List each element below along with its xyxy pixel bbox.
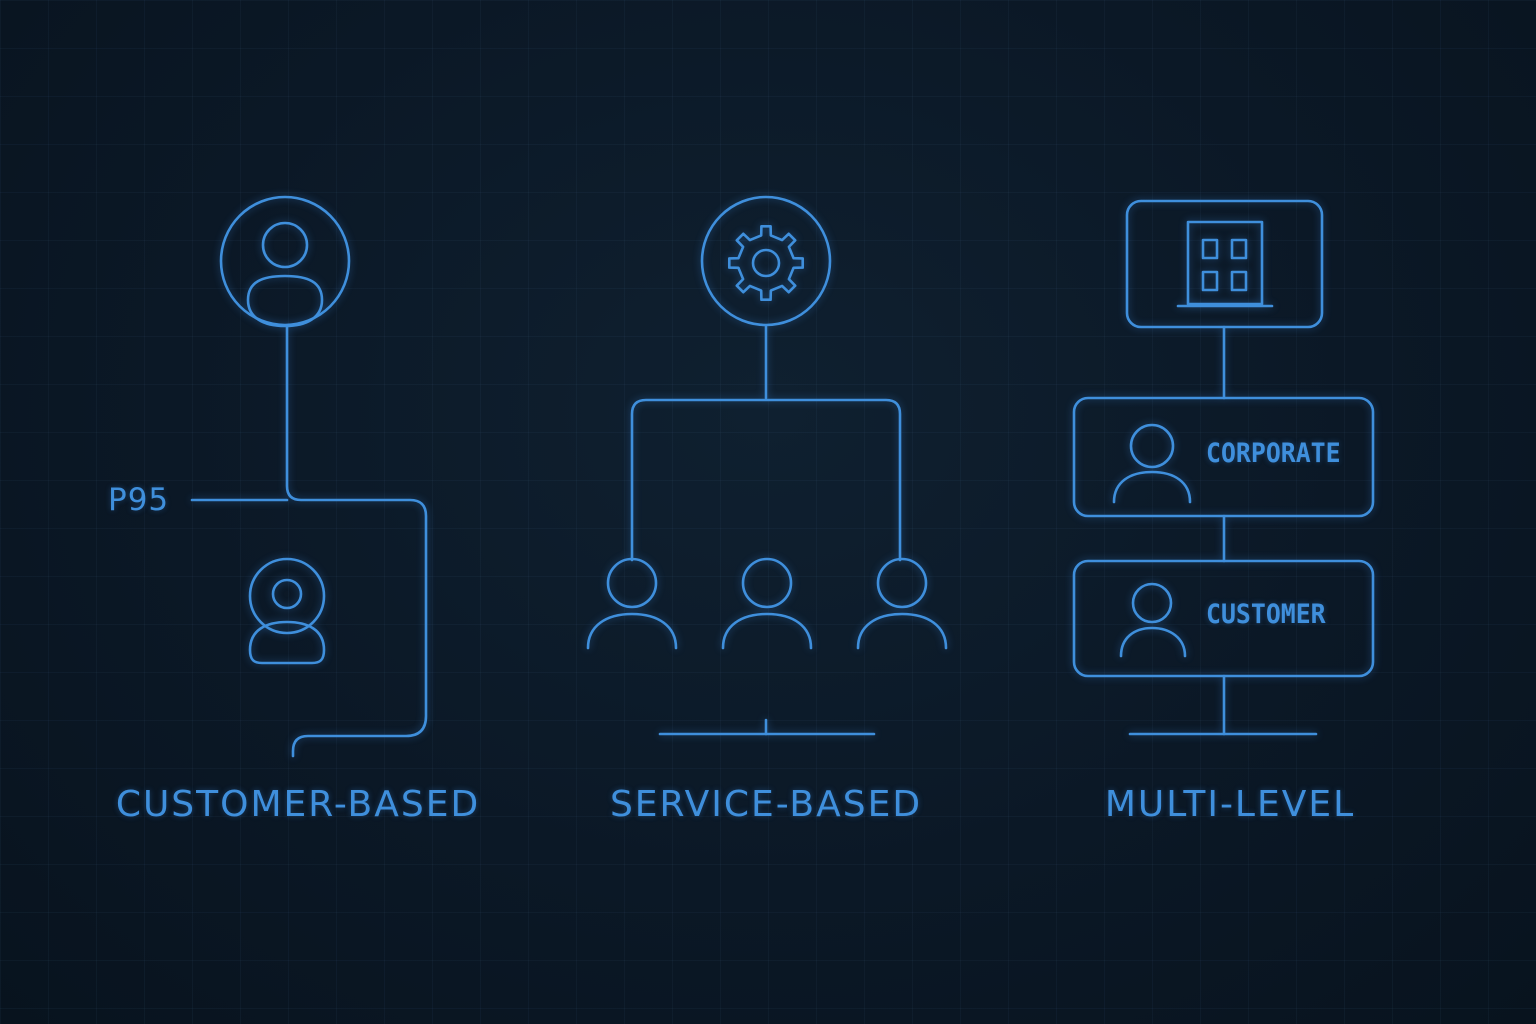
multi-level-diagram	[1072, 199, 1375, 736]
customer-based-diagram	[190, 195, 428, 758]
gear-teeth	[728, 225, 804, 301]
corporate-level-label: CORPORATE	[1206, 438, 1341, 469]
multi-level-caption: MULTI-LEVEL	[1104, 784, 1356, 825]
customer-connector-line	[285, 324, 428, 758]
user-icon	[1119, 582, 1187, 658]
service-based-caption: SERVICE-BASED	[609, 784, 923, 825]
service-branch-line	[630, 398, 902, 562]
customer-based-caption: CUSTOMER-BASED	[115, 784, 481, 825]
user-icon	[721, 557, 813, 650]
customer-level-label: CUSTOMER	[1206, 599, 1326, 630]
user-icon	[586, 557, 678, 650]
p95-label: P95	[108, 482, 170, 518]
gear-icon	[728, 225, 804, 301]
user-icon	[248, 557, 326, 665]
user-icon	[246, 221, 324, 328]
user-icon	[1112, 423, 1192, 504]
building-icon	[1176, 220, 1274, 308]
service-based-diagram	[586, 195, 948, 736]
service-top-circle	[700, 195, 832, 327]
multi-level-top-box	[1125, 199, 1324, 329]
customer-top-circle	[219, 195, 351, 327]
user-icon	[856, 557, 948, 650]
